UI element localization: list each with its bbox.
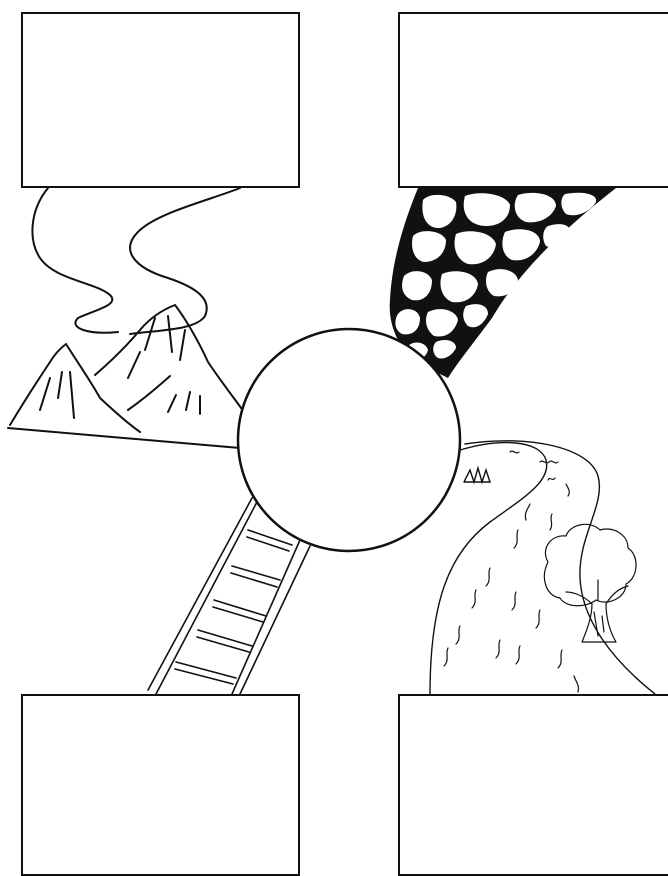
- road-and-mountains-illustration: [8, 188, 244, 448]
- grass-tuft: [464, 468, 490, 482]
- ladder-illustration: [148, 498, 310, 694]
- writing-box-bottom-left[interactable]: [21, 694, 300, 876]
- road-left-edge: [32, 188, 118, 333]
- river-illustration: [430, 441, 655, 694]
- river-ripples: [444, 451, 579, 692]
- mountain-small: [10, 344, 140, 432]
- ladder-left-rail: [148, 498, 252, 690]
- writing-box-bottom-right[interactable]: [398, 694, 668, 876]
- writing-box-top-right[interactable]: [398, 12, 668, 188]
- road-right-edge: [130, 188, 240, 334]
- ladder-right-rail: [232, 540, 300, 694]
- writing-box-top-left[interactable]: [21, 12, 300, 188]
- tree-canopy: [544, 524, 636, 605]
- stone-wall-illustration: [390, 188, 616, 378]
- river-right-bank: [465, 441, 655, 694]
- mountain-base: [8, 428, 240, 448]
- tree-illustration: [544, 524, 636, 642]
